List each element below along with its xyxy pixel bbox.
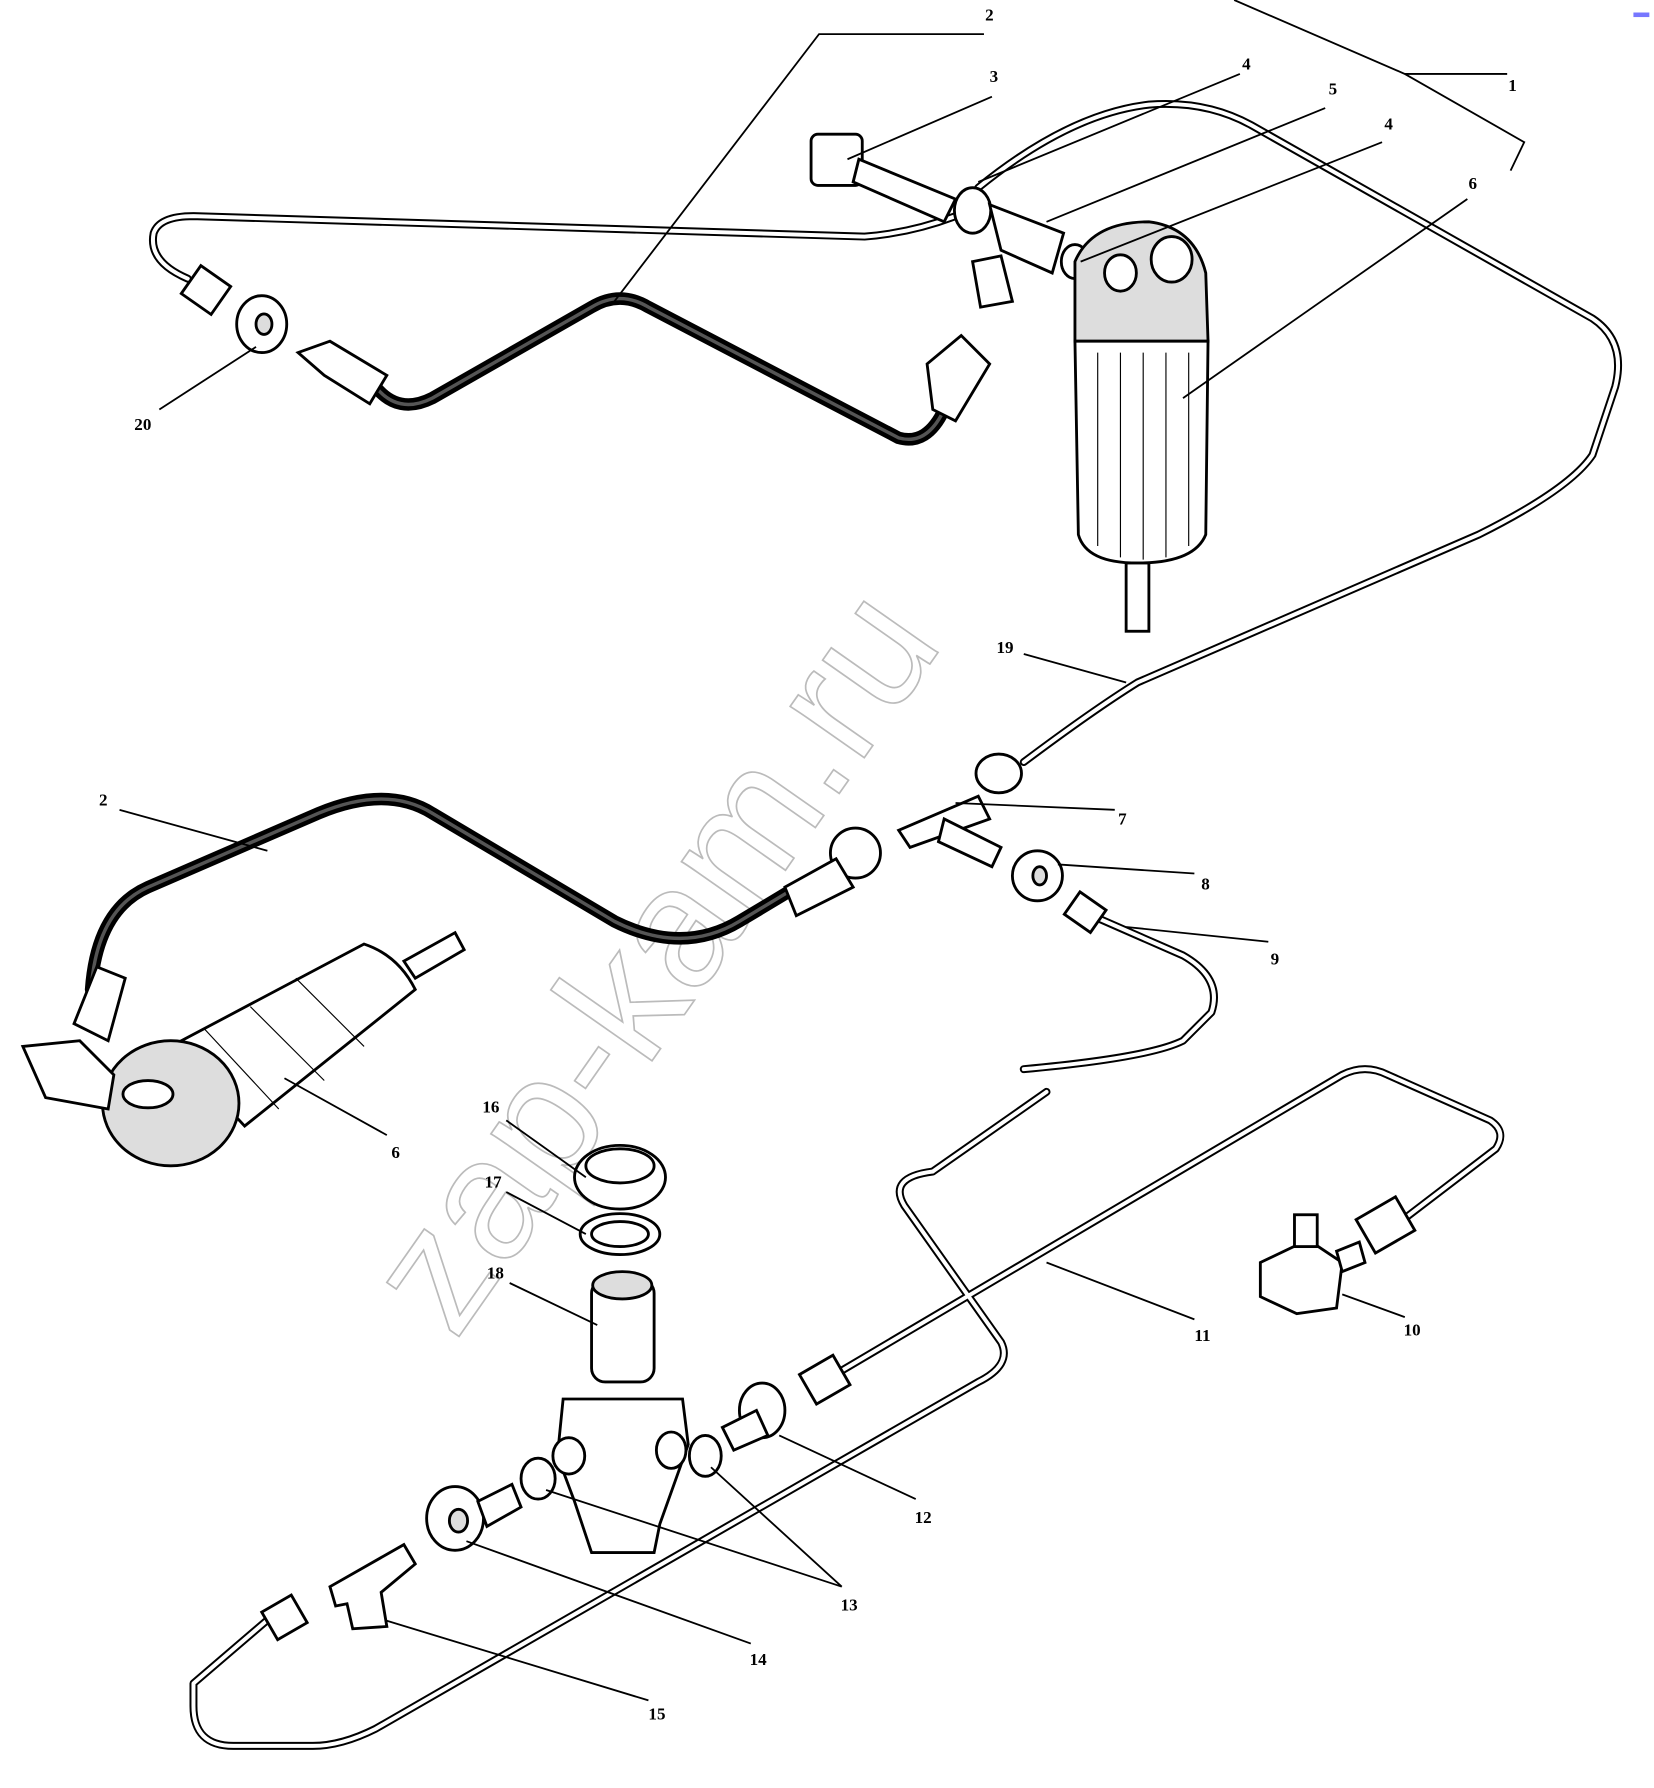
label-13: 13: [841, 1596, 858, 1615]
fitting-14: [425, 1482, 523, 1552]
label-8: 8: [1201, 874, 1210, 893]
tee-10: [1258, 1213, 1367, 1316]
pipe-11: [189, 1065, 1505, 1750]
label-3: 3: [990, 67, 999, 86]
plunger-18: [590, 1270, 656, 1384]
nut-16: [573, 1143, 667, 1211]
banjo-bolt-3: [809, 132, 1091, 423]
nut-8: [1010, 849, 1064, 903]
filter-6-bottom: [20, 930, 467, 1168]
washers-13: [519, 1433, 723, 1501]
label-2-top: 2: [985, 5, 994, 24]
label-10: 10: [1404, 1320, 1421, 1339]
label-16: 16: [482, 1097, 500, 1116]
corner-mark: [1633, 12, 1650, 18]
valve-body: [551, 1397, 690, 1554]
fitting-12: [720, 1381, 787, 1453]
label-5: 5: [1329, 79, 1338, 98]
part-number-labels: 2 1 3 4 5 4 6 20 19 7 8 9 2 6 16 17 18 1…: [99, 5, 1517, 1723]
label-4-upper: 4: [1242, 54, 1251, 73]
elbow-15: [259, 1542, 418, 1642]
label-20: 20: [134, 415, 151, 434]
label-17: 17: [485, 1172, 503, 1191]
pipe-9: [1019, 889, 1218, 1074]
fitting-7: [783, 752, 1023, 918]
pipe-1: [148, 99, 1622, 767]
label-14: 14: [750, 1650, 768, 1669]
fitting-20: [179, 263, 389, 406]
leader-lines: [119, 0, 1526, 1702]
label-18: 18: [487, 1263, 504, 1282]
label-2-bottom: 2: [99, 790, 108, 809]
label-6-top: 6: [1468, 174, 1477, 193]
label-19: 19: [996, 638, 1013, 657]
label-1: 1: [1508, 76, 1517, 95]
filter-6-top: [1073, 220, 1210, 633]
washer-17: [578, 1212, 662, 1256]
hose-2-top: [369, 292, 951, 446]
label-7: 7: [1118, 810, 1127, 829]
label-11: 11: [1194, 1326, 1210, 1345]
hose-2-bottom: [84, 792, 803, 996]
label-15: 15: [648, 1705, 665, 1724]
label-4-lower: 4: [1384, 115, 1393, 134]
label-9: 9: [1271, 950, 1280, 969]
label-12: 12: [915, 1508, 932, 1527]
label-6-bottom: 6: [391, 1143, 400, 1162]
